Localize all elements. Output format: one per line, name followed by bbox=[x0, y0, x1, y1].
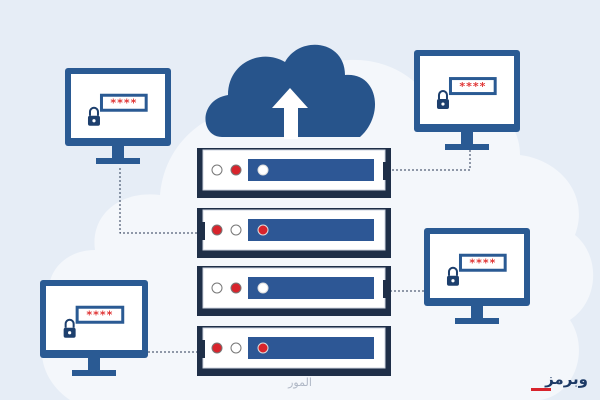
server-unit-tab bbox=[199, 222, 205, 240]
password-mask: **** bbox=[86, 309, 113, 322]
connector-top-right bbox=[386, 150, 471, 171]
monitor-top-right: **** bbox=[414, 50, 520, 150]
monitor-mid-right: **** bbox=[424, 228, 530, 324]
server-unit-tab bbox=[383, 162, 389, 180]
cloud-upload-icon bbox=[205, 44, 376, 139]
connector-top-left bbox=[119, 168, 205, 234]
monitor-stand bbox=[88, 358, 100, 372]
monitor-base bbox=[455, 318, 499, 324]
status-led bbox=[211, 282, 223, 294]
lock-icon bbox=[87, 106, 100, 126]
password-field-inner bbox=[451, 80, 494, 93]
password-field-inner bbox=[461, 256, 504, 269]
server-unit-light bbox=[257, 224, 269, 236]
lock-icon bbox=[436, 90, 449, 110]
monitor-base bbox=[72, 370, 116, 376]
status-led bbox=[230, 282, 242, 294]
monitor-top-left: **** bbox=[65, 68, 171, 164]
password-mask: **** bbox=[110, 97, 137, 110]
lock-icon bbox=[63, 318, 76, 338]
footer-caption: المور bbox=[287, 376, 312, 389]
monitor-stand bbox=[461, 132, 473, 146]
password-mask: **** bbox=[459, 80, 486, 93]
server-unit-bar bbox=[248, 159, 374, 181]
server-unit-bar bbox=[248, 219, 374, 241]
server-unit-tab bbox=[383, 280, 389, 298]
password-field-inner bbox=[102, 96, 145, 109]
server-unit-light bbox=[257, 282, 269, 294]
server-unit-bar bbox=[248, 277, 374, 299]
connector-lines bbox=[119, 150, 471, 353]
monitor-bottom-left: **** bbox=[40, 280, 148, 376]
monitor-base bbox=[96, 158, 140, 164]
monitor-stand bbox=[471, 306, 483, 320]
server-unit bbox=[197, 148, 391, 198]
status-led bbox=[211, 342, 223, 354]
server-unit bbox=[197, 208, 391, 258]
status-led bbox=[230, 224, 242, 236]
monitor-base bbox=[445, 144, 489, 150]
status-led bbox=[230, 342, 242, 354]
status-led bbox=[211, 164, 223, 176]
server-unit-bar bbox=[248, 337, 374, 359]
server-unit bbox=[197, 266, 391, 316]
brand-logo-text: وبرمز bbox=[544, 370, 588, 388]
lock-icon bbox=[446, 266, 459, 286]
server-unit-light bbox=[257, 342, 269, 354]
status-led bbox=[230, 164, 242, 176]
server-rack bbox=[197, 148, 391, 376]
monitor-stand bbox=[112, 146, 124, 160]
client-monitors: **** **** **** **** bbox=[40, 50, 530, 376]
server-unit bbox=[197, 326, 391, 376]
server-unit-tab bbox=[199, 340, 205, 358]
status-led bbox=[211, 224, 223, 236]
brand-accent-mark bbox=[531, 388, 551, 391]
server-unit-light bbox=[257, 164, 269, 176]
password-mask: **** bbox=[469, 257, 496, 270]
password-field-inner bbox=[78, 308, 122, 321]
